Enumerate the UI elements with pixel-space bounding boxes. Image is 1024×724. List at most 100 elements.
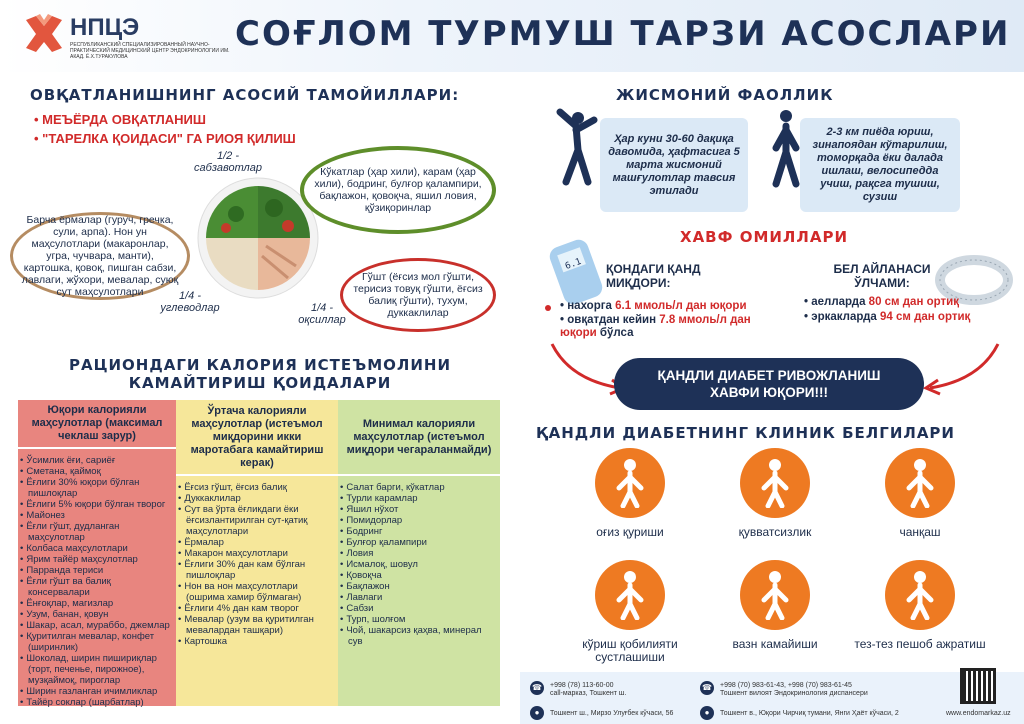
location-icon: ●	[530, 706, 544, 720]
symptoms-grid: оғиз қуриши қувватсизлик чанқаш кўриш қобил…	[560, 448, 1000, 668]
bullet-text: "ТАРЕЛКА ҚОИДАСИ" ГА РИОЯ ҚИЛИШ	[42, 131, 296, 146]
activity-box-1-text: Ҳар куни 30-60 дақиқа давомида, ҳафтасиг…	[608, 132, 740, 197]
column-header: Ўртача калорияли маҳсулотлар (истеъмол м…	[176, 400, 338, 476]
activity-box-2-text: 2-3 км пиёда юриш, зинапоядан кўтарилиш,…	[812, 126, 948, 203]
activity-box-1: Ҳар куни 30-60 дақиқа давомида, ҳафтасиг…	[600, 118, 748, 212]
calorie-item: Майонез	[26, 510, 170, 521]
qr-code	[960, 668, 996, 704]
symptom-item: чанқаш	[850, 448, 990, 539]
waist-pre: аелларда	[811, 296, 869, 308]
phone-2-text: +998 (70) 983-61-43, +998 (70) 983-61-45	[720, 682, 852, 689]
protein-label-text: 1/4 - оқсиллар	[298, 302, 346, 326]
nutrition-title: ОВҚАТЛАНИШНИНГ АСОСИЙ ТАМОЙИЛЛАРИ:	[30, 86, 460, 104]
nutrition-bullet-2: • "ТАРЕЛКА ҚОИДАСИ" ГА РИОЯ ҚИЛИШ	[34, 131, 296, 146]
carb-label-text: 1/4 - углеводлар	[160, 290, 220, 314]
tape-measure-icon	[935, 255, 1013, 305]
stretching-person-icon	[556, 108, 598, 186]
calorie-column-low: Минимал калорияли маҳсулотлар (истеъмол …	[338, 400, 500, 706]
activity-title: ЖИСМОНИЙ ФАОЛЛИК	[616, 86, 834, 104]
waist-item-2: • эркакларда 94 см дан ортиқ	[804, 311, 971, 323]
calorie-item: Бодринг	[346, 526, 494, 537]
sugar-item-1: • нахорга 6.1 ммоль/л дан юқори	[560, 300, 747, 312]
symptom-item: тез-тез пешоб ажратиш	[850, 560, 990, 651]
calorie-item: Ёғлиги 30% дан кам бўлган пишлоқлар	[184, 559, 332, 581]
vegetables-text: Кўкатлар (ҳар хили), карам (ҳар хили), б…	[314, 166, 482, 214]
protein-label: 1/4 - оқсиллар	[290, 302, 354, 326]
calorie-table: Юқори калорияли маҳсулотлар (максимал че…	[18, 400, 500, 708]
calorie-item: Ёғли гўшт ва балиқ консервалари	[26, 576, 170, 598]
symptom-item: оғиз қуриши	[560, 448, 700, 539]
calorie-item: Исмалоқ, шовул	[346, 559, 494, 570]
glucometer-icon: 6.1	[545, 239, 603, 311]
column-header: Минимал калорияли маҳсулотлар (истеъмол …	[338, 400, 500, 476]
calorie-item: Сут ва ўрта ёғликдаги ёки ёғсизлантирилг…	[184, 504, 332, 537]
half-label-text: 1/2 - сабзавотлар	[194, 150, 262, 174]
calorie-item: Ёғли гўшт, дудланган маҳсулотлар	[26, 521, 170, 543]
calorie-item: Лавлаги	[346, 592, 494, 603]
calorie-item: Турп, шолғом	[346, 614, 494, 625]
calories-title-line1: РАЦИОНДАГИ КАЛОРИЯ ИСТЕЪМОЛИНИ	[68, 356, 451, 374]
symptom-label: тез-тез пешоб ажратиш	[854, 637, 986, 651]
symptom-icon	[740, 560, 810, 630]
calorie-item: Ўсимлик ёғи, сариёғ	[26, 455, 170, 466]
symptom-item: қувватсизлик	[705, 448, 845, 539]
footer-site[interactable]: www.endomarkaz.uz	[946, 710, 1011, 717]
calorie-item: Нон ва нон маҳсулотлари (ошрима хамир бў…	[184, 581, 332, 603]
waist-title: БЕЛ АЙЛАНАСИ ЎЛЧАМИ:	[833, 262, 931, 290]
column-list: Ўсимлик ёғи, сариёғСметана, қаймоқЁғлиги…	[18, 449, 176, 708]
calorie-item: Сабзи	[346, 603, 494, 614]
sugar-highlight: 7.8 ммоль/л дан юқори	[560, 314, 751, 339]
sugar-highlight: 6.1 ммоль/л дан юқори	[615, 300, 747, 312]
bullet-text: МЕЪЁРДА ОВҚАТЛАНИШ	[42, 112, 206, 127]
symptom-icon	[885, 448, 955, 518]
phone-2-sub: Тошкент вилоят Эндокринология диспансери	[720, 690, 868, 697]
calorie-item: Яшил нўхот	[346, 504, 494, 515]
footer-phone-2: +998 (70) 983-61-43, +998 (70) 983-61-45…	[720, 682, 868, 698]
calorie-item: Ёғлиги 30% юқори бўлган пишлоқлар	[26, 477, 170, 499]
calorie-item: Помидорлар	[346, 515, 494, 526]
vegetables-bubble: Кўкатлар (ҳар хили), карам (ҳар хили), б…	[300, 146, 496, 234]
footer-address-1: Тошкент ш., Мирзо Улуғбек кўчаси, 56	[550, 710, 674, 717]
carbs-text: Барча ёрмалар (гуруч, гречка, сули, арпа…	[21, 214, 179, 298]
calorie-column-high: Юқори калорияли маҳсулотлар (максимал че…	[18, 400, 176, 708]
sugar-post: бўлса	[596, 327, 634, 339]
waist-highlight: 94 см дан ортиқ	[880, 311, 971, 323]
calorie-item: Чой, шакарсиз қаҳва, минерал сув	[346, 625, 494, 647]
phone-icon: ☎	[700, 681, 714, 695]
symptom-label: оғиз қуриши	[596, 525, 664, 539]
column-list: Салат барги, кўкатларТурли карамларЯшил …	[338, 476, 500, 647]
symptom-icon	[740, 448, 810, 518]
calorie-item: Тайёр соклар (шарбатлар)	[26, 697, 170, 708]
protein-text: Гўшт (ёғсиз мол гўшти, терисиз товуқ гўш…	[353, 271, 483, 319]
sugar-item-2: • овқатдан кейин 7.8 ммоль/л дан юқори б…	[560, 314, 751, 339]
calorie-item: Ярим тайёр маҳсулотлар	[26, 554, 170, 565]
waist-highlight: 80 см дан ортиқ	[868, 296, 959, 308]
phone-icon: ☎	[530, 681, 544, 695]
column-list: Ёғсиз гўшт, ёғсиз балиқДуккаклиларСут ва…	[176, 476, 338, 647]
column-header: Юқори калорияли маҳсулотлар (максимал че…	[18, 400, 176, 449]
walking-person-icon	[772, 110, 800, 188]
logo-subtitle: РЕСПУБЛИКАНСКИЙ СПЕЦИАЛИЗИРОВАННЫЙ НАУЧН…	[70, 42, 230, 60]
phone-1-text: +998 (78) 113-60-00	[550, 682, 614, 689]
calorie-item: Ширин газланган ичимликлар	[26, 686, 170, 697]
waist-pre: эркакларда	[811, 311, 880, 323]
calorie-item: Мевалар (узум ва қуритилган мевалардан т…	[184, 614, 332, 636]
calorie-item: Бақлажон	[346, 581, 494, 592]
waist-item-1: • аелларда 80 см дан ортиқ	[804, 296, 959, 308]
symptom-item: кўриш қобилияти сустлашиши	[560, 560, 700, 664]
symptom-label: қувватсизлик	[738, 525, 812, 539]
calorie-item: Ёғсиз гўшт, ёғсиз балиқ	[184, 482, 332, 493]
symptom-label: чанқаш	[899, 525, 941, 539]
calorie-item: Дуккаклилар	[184, 493, 332, 504]
phone-1-sub: call-марказ, Тошкент ш.	[550, 690, 627, 697]
logo-text: НПЦЭ	[70, 14, 140, 41]
header-bar	[0, 0, 1024, 72]
calorie-item: Шоколад, ширин пишириқлар (торт, печенье…	[26, 653, 170, 686]
calorie-item: Ёғлиги 4% дан кам творог	[184, 603, 332, 614]
calorie-item: Ёғлиги 5% юқори бўлган творог	[26, 499, 170, 510]
symptom-label: кўриш қобилияти сустлашиши	[582, 637, 678, 664]
symptom-item: вазн камайиши	[705, 560, 845, 651]
calorie-item: Сметана, қаймоқ	[26, 466, 170, 477]
risk-result: ҚАНДЛИ ДИАБЕТ РИВОЖЛАНИШ ХАВФИ ЮҚОРИ!!!	[614, 358, 924, 410]
calorie-item: Булғор қалампири	[346, 537, 494, 548]
